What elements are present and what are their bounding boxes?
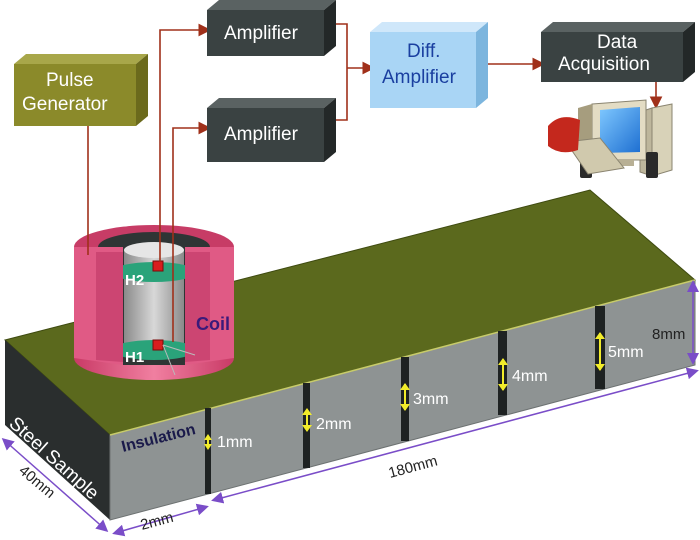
coil-label: Coil: [196, 314, 230, 334]
amplifier-bottom-label: Amplifier: [224, 124, 299, 145]
data-acquisition-block: Data Acquisition: [541, 22, 695, 82]
depth-arrow-1: [204, 434, 212, 450]
data-acquisition-line1: Data: [597, 32, 638, 53]
defect-label-1: 1mm: [217, 434, 253, 451]
length-label: 180mm: [387, 452, 440, 481]
depth-arrow-5: [595, 332, 605, 371]
defect-label-5: 5mm: [608, 344, 644, 361]
signal-wires: [87, 23, 663, 342]
amplifier-top-label: Amplifier: [224, 23, 299, 44]
diff-amplifier-line1: Diff.: [407, 41, 440, 62]
thickness-label: 8mm: [652, 326, 685, 343]
defect-label-2: 2mm: [316, 416, 352, 433]
defect-label-4: 4mm: [512, 368, 548, 385]
sensor-plate-h2: [112, 262, 196, 282]
diff-amplifier-line2: Amplifier: [382, 67, 457, 88]
dimension-lines: [1, 280, 699, 537]
data-acquisition-line2: Acquisition: [558, 54, 650, 75]
computer-icon: [548, 99, 673, 178]
amplifier-bottom-block: Amplifier: [207, 98, 336, 162]
coil-probe: [74, 225, 234, 380]
sensor-label-h1: H1: [125, 349, 144, 366]
sensor-label-h2: H2: [125, 272, 144, 289]
hall-sensor-h2: [152, 260, 164, 272]
defect-slot-1: [205, 408, 211, 494]
pulse-generator-line1: Pulse: [46, 70, 94, 91]
defect-label-3: 3mm: [413, 391, 449, 408]
pulse-generator-line2: Generator: [22, 94, 108, 115]
hall-sensor-h1: [152, 339, 164, 351]
spacing-label: 2mm: [139, 509, 176, 534]
pulse-generator-block: Pulse Generator: [14, 54, 148, 126]
amplifier-top-block: Amplifier: [207, 0, 336, 56]
diff-amplifier-block: Diff. Amplifier: [370, 22, 488, 108]
